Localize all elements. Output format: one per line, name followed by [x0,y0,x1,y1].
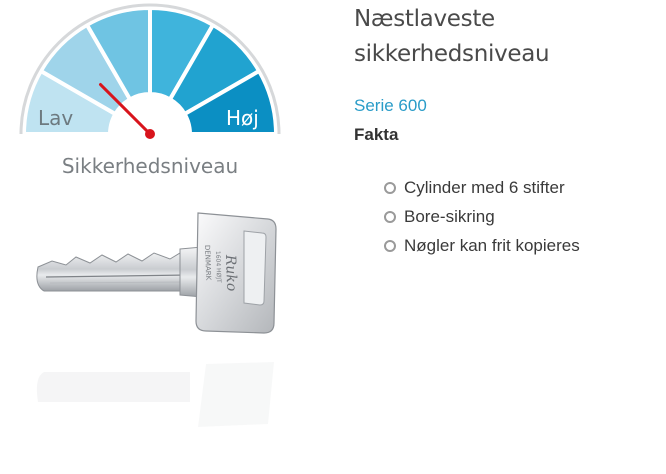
key-engraving-line2: DENMARK [203,245,212,281]
security-level-gauge: Lav Høj Sikkerhedsniveau [19,3,281,178]
gauge-low-label: Lav [38,106,73,130]
title-line-2: sikkerhedsniveau [354,41,550,67]
feature-list: Cylinder med 6 stifter Bore-sikring Nøgl… [384,173,654,260]
key-brand-text: Ruko [222,254,239,292]
gauge-needle [99,83,152,136]
facts-heading: Fakta [354,125,399,144]
gauge-segment [181,68,279,136]
key-engraving-line1: 1604 HØJT [214,251,222,283]
series-label: Serie 600 [354,96,427,115]
gauge-needle-hub [145,129,155,139]
gauge-outline [19,3,281,135]
feature-item: Cylinder med 6 stifter [384,173,654,202]
bullet-circle-icon [384,181,396,194]
bullet-circle-icon [384,210,396,223]
key-image: Ruko 1604 HØJT DENMARK [36,212,277,334]
product-info: Næstlaveste sikkerhedsniveau Serie 600 F… [354,0,654,260]
feature-text: Bore-sikring [404,206,495,226]
key-reflection [36,362,274,427]
feature-item: Bore-sikring [384,202,654,231]
bullet-circle-icon [384,239,396,252]
feature-text: Nøgler kan frit kopieres [404,235,580,255]
product-title: Næstlaveste sikkerhedsniveau [354,2,654,72]
feature-item: Nøgler kan frit kopieres [384,231,654,260]
gauge-caption: Sikkerhedsniveau [62,154,238,178]
feature-text: Cylinder med 6 stifter [404,177,565,197]
title-line-1: Næstlaveste [354,6,495,32]
gauge-high-label: Høj [226,106,259,130]
